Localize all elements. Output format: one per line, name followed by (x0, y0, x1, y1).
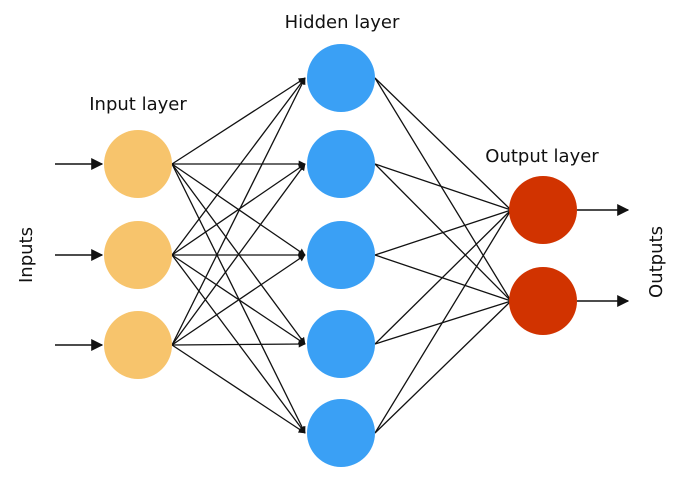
edge-hidden-3-output-2 (374, 254, 512, 302)
input-layer-label: Input layer (89, 94, 187, 115)
outputs-label: Outputs (646, 226, 667, 298)
input-node-1 (104, 130, 172, 198)
io-arrows (55, 158, 630, 351)
inputs-label: Inputs (16, 227, 37, 283)
edge-hidden-4-output-1 (374, 209, 512, 345)
hidden-node-1 (307, 44, 375, 112)
edge-hidden-3-output-1 (374, 209, 512, 256)
edge-input-1-hidden-1 (171, 77, 306, 165)
edge-hidden-5-output-2 (374, 300, 512, 434)
edge-input-1-hidden-5 (171, 163, 306, 434)
edge-input-3-hidden-4 (171, 340, 306, 348)
hidden-node-3 (307, 221, 375, 289)
edge-input-2-hidden-1 (171, 77, 306, 256)
input-node-2 (104, 221, 172, 289)
hidden-node-2 (307, 130, 375, 198)
output-node-1 (509, 176, 577, 244)
output-layer-label: Output layer (485, 146, 599, 167)
connection-edges (171, 77, 512, 434)
edge-input-3-hidden-1 (171, 77, 306, 346)
edge-hidden-1-output-1 (374, 77, 512, 211)
edge-hidden-5-output-1 (374, 209, 512, 434)
edge-input-2-hidden-2 (171, 163, 306, 256)
edge-input-3-hidden-3 (171, 254, 306, 346)
network-nodes (104, 44, 577, 467)
hidden-node-4 (307, 310, 375, 378)
output-node-2 (509, 267, 577, 335)
hidden-layer-label: Hidden layer (285, 12, 400, 33)
edge-input-3-hidden-2 (171, 163, 306, 346)
edge-input-3-hidden-5 (171, 344, 306, 434)
input-node-3 (104, 311, 172, 379)
edge-hidden-1-output-2 (374, 77, 512, 302)
edge-hidden-2-output-1 (374, 163, 512, 211)
hidden-node-5 (307, 399, 375, 467)
